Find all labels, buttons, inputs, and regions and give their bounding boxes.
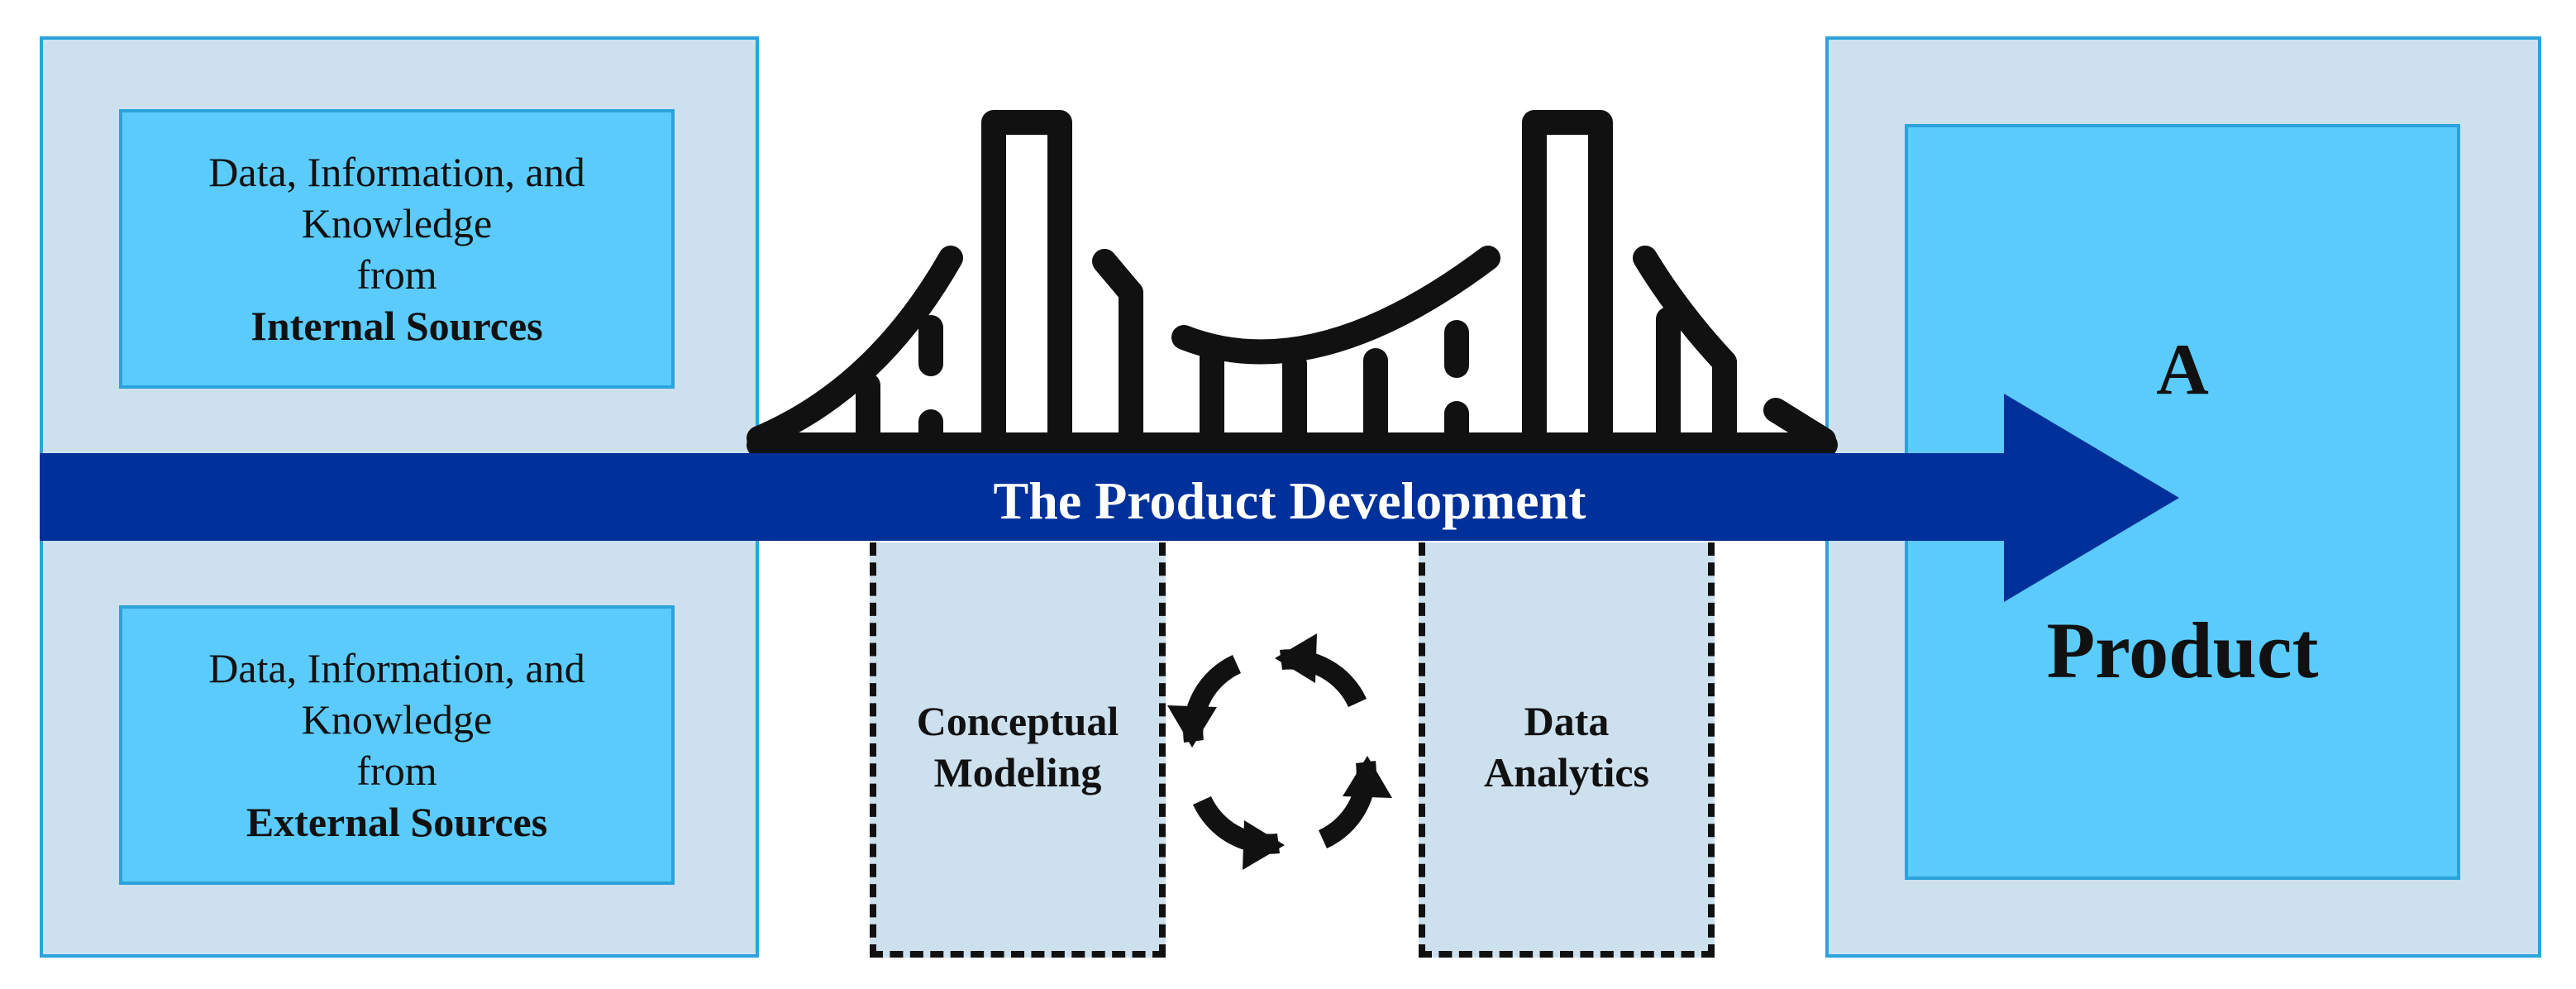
conceptual-line-1: Conceptual: [916, 698, 1119, 744]
internal-line-2: Knowledge: [301, 200, 493, 246]
analytics-line-2: Analytics: [1484, 749, 1649, 796]
conceptual-modeling-box: Conceptual Modeling: [870, 542, 1166, 958]
product-word: Product: [2046, 606, 2319, 695]
analytics-line-1: Data: [1524, 698, 1610, 744]
external-line-3: from: [356, 748, 437, 794]
internal-line-4: Internal Sources: [250, 303, 543, 349]
external-line-2: Knowledge: [301, 696, 493, 743]
conceptual-line-2: Modeling: [933, 749, 1102, 796]
internal-line-1: Data, Information, and: [208, 149, 585, 195]
external-sources-box: Data, Information, and Knowledge from Ex…: [119, 605, 675, 885]
arrow-label: The Product Development: [993, 471, 1586, 530]
product-letter: A: [2156, 330, 2209, 410]
internal-line-3: from: [356, 251, 437, 298]
external-line-4: External Sources: [246, 799, 548, 845]
external-line-1: Data, Information, and: [208, 645, 585, 691]
internal-sources-box: Data, Information, and Knowledge from In…: [119, 109, 675, 389]
data-analytics-box: Data Analytics: [1419, 542, 1715, 958]
